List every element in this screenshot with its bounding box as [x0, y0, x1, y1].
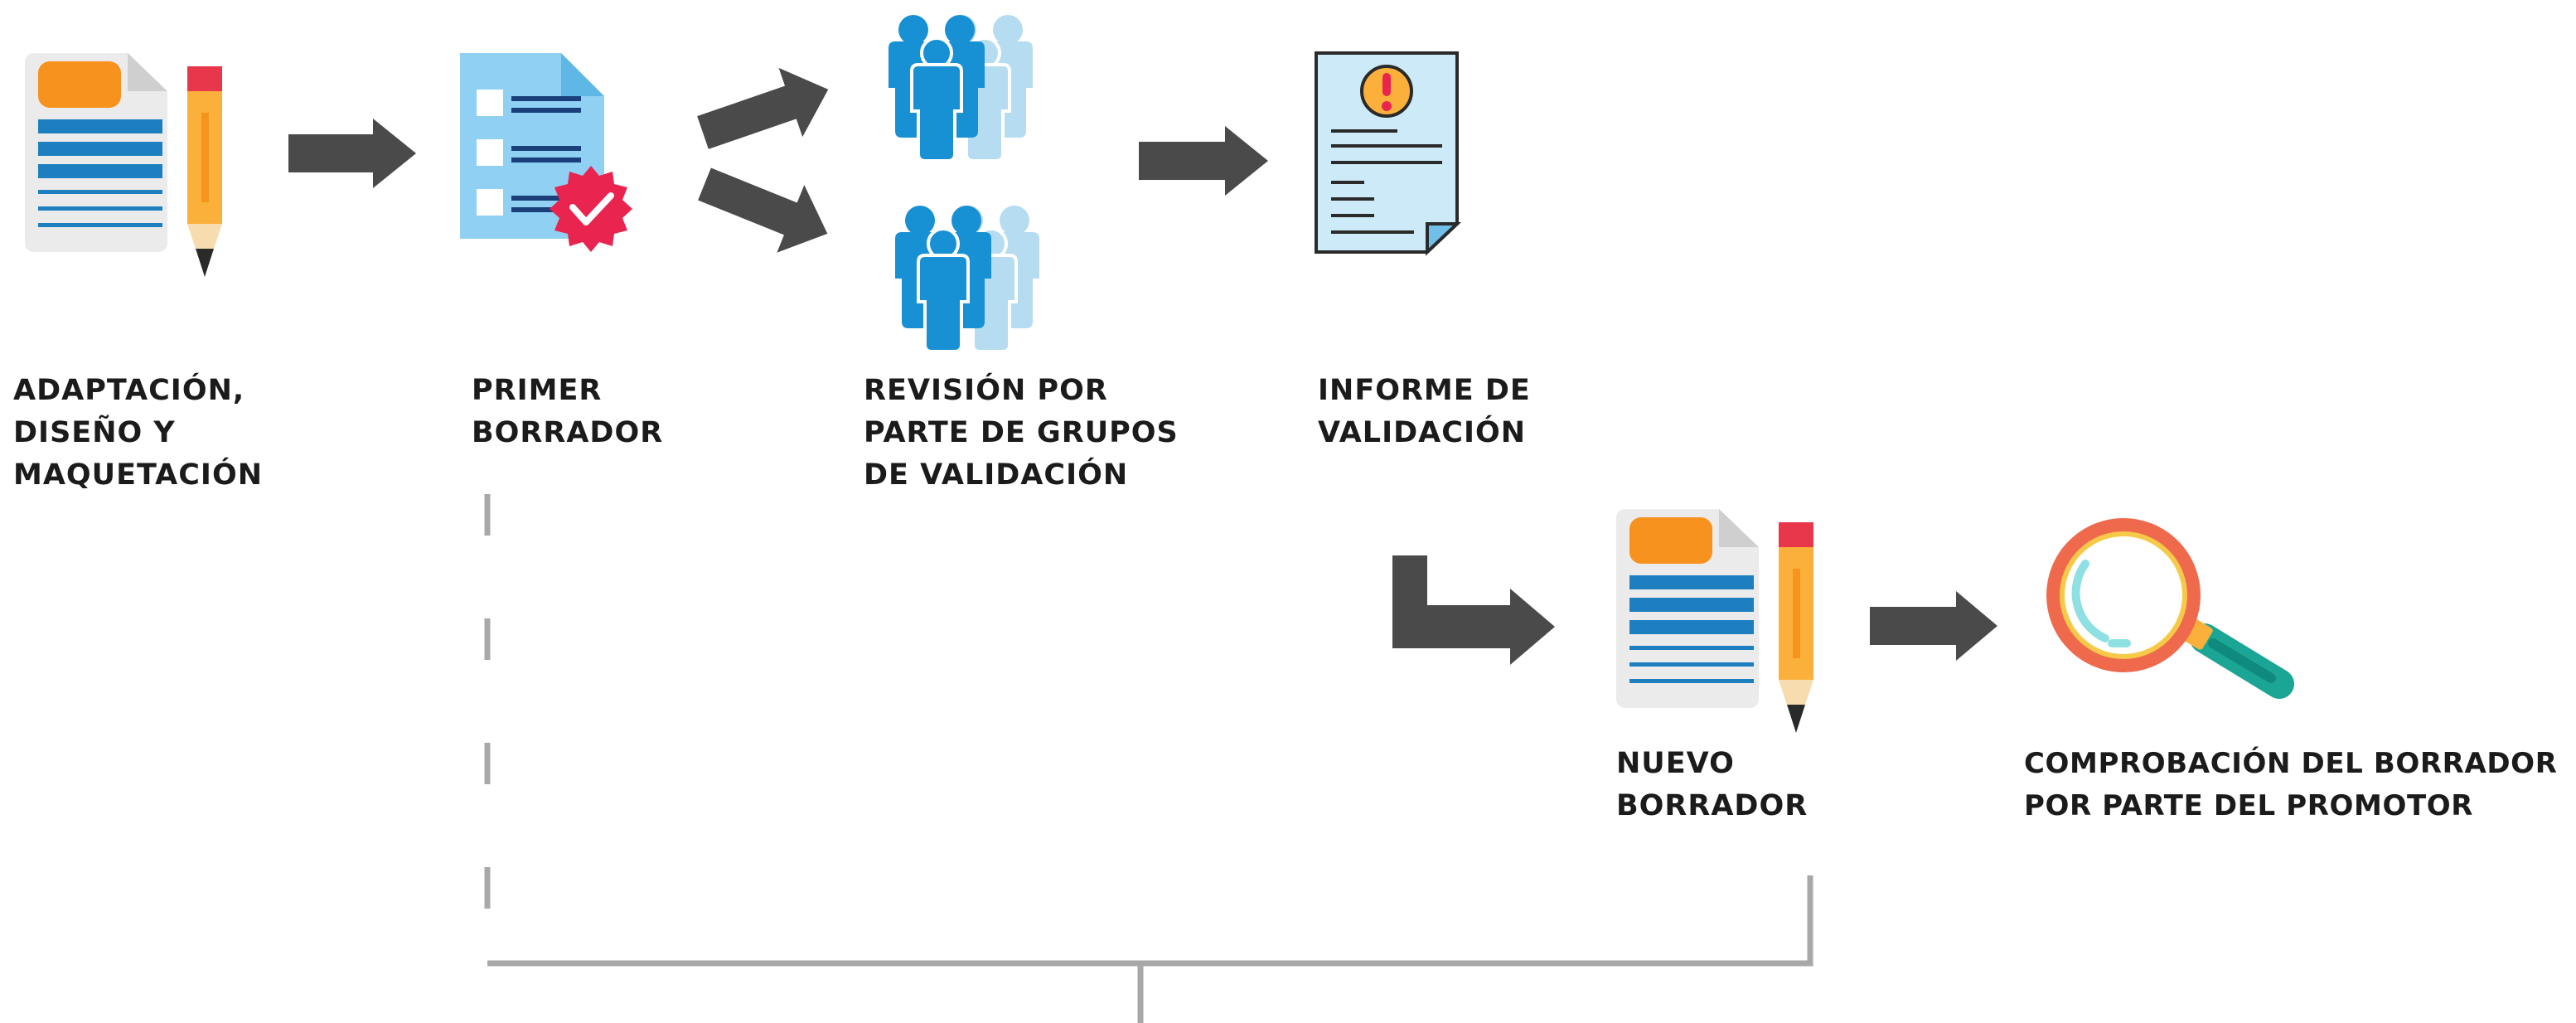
flow-arrow: [698, 167, 828, 253]
group-people-icon: [895, 206, 1039, 352]
feedback-connector: [484, 494, 1813, 1023]
flow-arrow: [288, 119, 416, 188]
step-label-informe: INFORME DE VALIDACIÓN: [1318, 370, 1531, 454]
step-label-adaptacion: ADAPTACIÓN, DISEÑO Y MAQUETACIÓN: [13, 370, 263, 497]
step-label-comprobacion: COMPROBACIÓN DEL BORRADOR POR PARTE DEL …: [2024, 743, 2557, 827]
label-line: DE VALIDACIÓN: [864, 458, 1129, 492]
label-line: MAQUETACIÓN: [13, 458, 263, 492]
label-line: COMPROBACIÓN DEL BORRADOR: [2024, 747, 2558, 780]
flow-arrow: [697, 67, 829, 149]
label-line: DISEÑO Y: [13, 416, 176, 449]
label-line: BORRADOR: [1616, 789, 1809, 822]
label-line: VALIDACIÓN: [1318, 416, 1527, 449]
label-line: REVISIÓN POR: [864, 374, 1108, 407]
label-line: BORRADOR: [472, 416, 664, 449]
step-label-revision: REVISIÓN POR PARTE DE GRUPOS DE VALIDACI…: [864, 370, 1179, 497]
document-pencil-icon: [1616, 509, 1813, 733]
label-line: NUEVO: [1616, 747, 1735, 780]
label-line: PARTE DE GRUPOS: [864, 416, 1179, 449]
checklist-document-icon: [460, 53, 632, 252]
flow-arrow: [1139, 126, 1268, 196]
label-line: INFORME DE: [1318, 374, 1531, 407]
validation-report-icon: [1315, 51, 1462, 256]
label-line: POR PARTE DEL PROMOTOR: [2024, 789, 2474, 822]
magnifying-glass-icon: [2046, 518, 2294, 699]
document-pencil-icon: [25, 53, 222, 277]
step-label-primer-borrador: PRIMER BORRADOR: [472, 370, 663, 454]
group-people-icon: [889, 15, 1033, 161]
flow-arrow: [1392, 555, 1555, 665]
label-line: ADAPTACIÓN,: [13, 374, 245, 407]
step-label-nuevo-borrador: NUEVO BORRADOR: [1616, 743, 1808, 827]
label-line: PRIMER: [472, 374, 603, 407]
flow-arrow: [1870, 591, 1997, 661]
